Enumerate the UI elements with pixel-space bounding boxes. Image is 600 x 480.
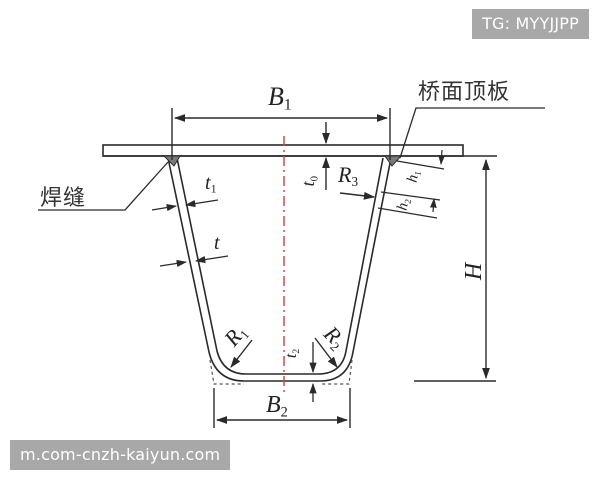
label-r3: R3 [338,162,359,189]
label-b1: B1 [268,82,292,114]
u-rib [167,157,392,382]
watermark-top-right: TG: MYYJJPP [472,9,589,39]
watermark-bottom-left: m.com-cnzh-kaiyun.com [10,440,231,470]
dimension-h [414,158,496,382]
label-b2: B2 [266,392,288,421]
label-t2: t2 [283,348,303,359]
dimension-t1 [151,199,219,212]
weld-seams [162,155,403,167]
deck-plate [102,144,497,157]
leader-lines [38,107,545,211]
label-t0: t0 [298,175,321,187]
theoretical-corner-outline [209,359,353,385]
deck-plate-label: 桥面顶板 [418,80,511,105]
dimension-b2 [213,388,351,428]
dimension-r3 [339,191,376,200]
weld-label: 焊缝 [40,186,87,211]
label-h: H [461,262,488,281]
label-t1: t1 [205,172,217,196]
dimension-h1-h2 [377,149,445,219]
label-t: t [214,232,220,254]
dimension-b1 [171,108,391,160]
dimension-t [159,255,229,268]
dimension-r1-r2 [230,337,338,368]
